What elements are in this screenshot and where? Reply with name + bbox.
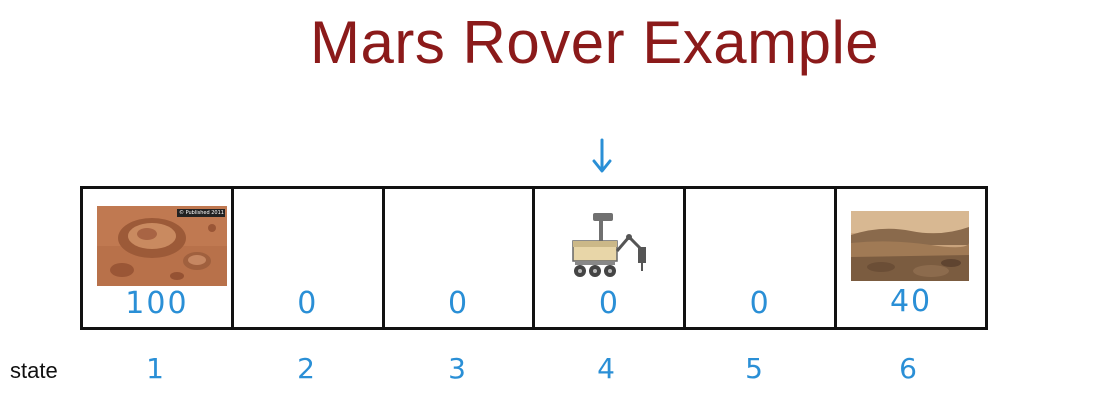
state-number: 6 <box>899 352 917 385</box>
reward-value: 0 <box>749 286 771 321</box>
rover-icon <box>572 213 647 277</box>
state-cell-6: 40 <box>837 189 985 327</box>
reward-value: 0 <box>448 286 470 321</box>
current-state-arrow-icon <box>592 138 612 173</box>
state-number: 2 <box>297 352 315 385</box>
state-cell-2: 0 <box>234 189 385 327</box>
mars-crater-photo <box>97 206 227 286</box>
state-label: state <box>10 358 58 383</box>
state-cell-3: 0 <box>385 189 536 327</box>
reward-value: 0 <box>297 286 319 321</box>
reward-value: 0 <box>598 286 620 321</box>
page-title: Mars Rover Example <box>310 9 880 76</box>
state-cell-1: © Published 2011 100 <box>83 189 234 327</box>
state-cell-4: 0 <box>535 189 687 327</box>
state-cell-5: 0 <box>686 189 838 327</box>
photo-caption: © Published 2011 <box>179 210 224 216</box>
reward-value: 40 <box>889 284 933 319</box>
state-grid: © Published 2011 100 0 0 <box>80 186 988 330</box>
state-number: 3 <box>448 352 466 385</box>
mars-terrain-photo <box>851 211 970 281</box>
state-number: 1 <box>146 352 164 385</box>
state-number: 5 <box>745 352 763 385</box>
reward-value: 100 <box>125 286 189 321</box>
state-number: 4 <box>597 352 615 385</box>
